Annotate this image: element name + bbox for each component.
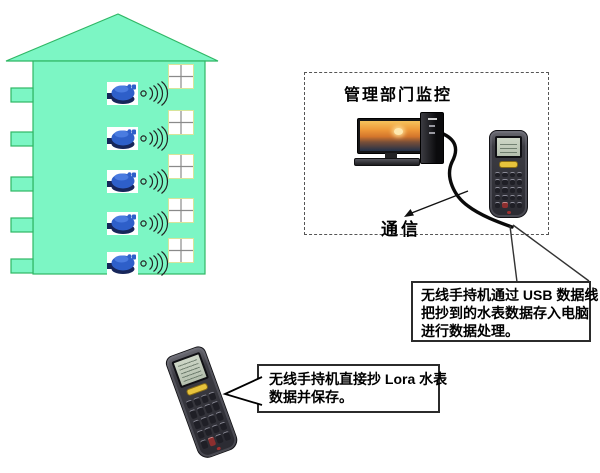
keypad-key [219,420,228,432]
keypad-key [495,202,501,208]
keypad-key [509,202,515,208]
callout-line: 把抄到的水表数据存入电脑 [421,305,589,321]
keypad-key [509,187,515,193]
keypad-key [207,436,217,447]
keypad-key [516,187,522,193]
keypad-key [509,179,515,186]
keypad-key [502,194,508,201]
window-icon [167,197,195,224]
keypad-key [204,426,213,437]
keypad-key [502,202,508,208]
monitoring-box-title: 管理部门监控 [344,87,453,104]
keypad-key [516,202,522,208]
monitoring-department-box [304,72,549,235]
sunset-wallpaper [393,127,403,135]
monitor-stand [385,153,397,158]
keypad-key [189,409,198,420]
lora-callout-box: 无线手持机直接抄 Lora 水表 数据并保存。 [257,364,448,413]
keypad-key [502,187,508,193]
keypad-key [211,423,221,434]
keypad-key [192,419,202,430]
balcony [10,176,34,192]
callout-line: 数据并保存。 [269,389,353,405]
lora-callout-pointer [222,376,263,406]
keypad-key [495,187,501,193]
keypad-key [502,171,508,178]
balconies [10,87,34,274]
monitor-screen [360,121,420,151]
keypad-key [502,179,508,186]
keypad-key [207,413,217,424]
keypad-key [215,433,224,444]
keypad-key [495,194,501,201]
keypad-key [196,429,206,440]
keypad-key [200,393,210,404]
desktop-computer-icon [357,118,423,154]
usb-cable-line [439,131,514,229]
window-icon [167,63,195,90]
keyboard-icon [354,158,420,166]
usb-callout-box: 无线手持机通过 USB 数据线 把抄到的水表数据存入电脑 进行数据处理。 [411,281,599,342]
keypad-key [222,431,232,442]
keypad-key [516,179,522,186]
handheld-terminal-icon [489,130,528,218]
window-icon [167,109,195,136]
handheld-function-button [498,160,519,168]
keypad-key [495,171,501,178]
apartment-building [5,13,219,277]
keypad-key [516,171,522,178]
roof [5,13,219,62]
keypad-key [200,439,209,450]
drive-slot [427,118,437,120]
usb-callout-pointer [509,224,590,283]
callout-line: 进行数据处理。 [421,323,519,339]
pc-tower-icon [420,112,444,164]
keypad-key [495,179,501,186]
callout-line: 无线手持机通过 USB 数据线 [421,287,599,303]
keypad-key [208,390,217,402]
communication-label: 通信 [381,220,421,239]
handheld-foot [493,210,524,215]
communication-arrow-icon [404,190,469,217]
balcony [10,217,34,233]
keypad-key [509,194,515,201]
drive-slot [429,125,435,127]
handheld-lcd [497,138,520,156]
balcony [10,87,34,103]
keypad-key [185,399,195,410]
power-button [429,132,435,134]
window-icon [167,237,195,264]
keypad-key [211,400,221,412]
callout-line: 无线手持机直接抄 Lora 水表 [269,371,448,387]
keypad-key [509,171,515,178]
handheld-lcd [173,354,207,386]
balcony [10,131,34,147]
handheld-screen [495,136,522,158]
keypad-key [204,403,213,414]
keypad-key [516,194,522,201]
keypad-key [193,396,202,407]
window-icon [167,153,195,180]
balcony [10,258,34,274]
handheld-keypad [494,171,523,209]
keypad-key [196,406,206,417]
